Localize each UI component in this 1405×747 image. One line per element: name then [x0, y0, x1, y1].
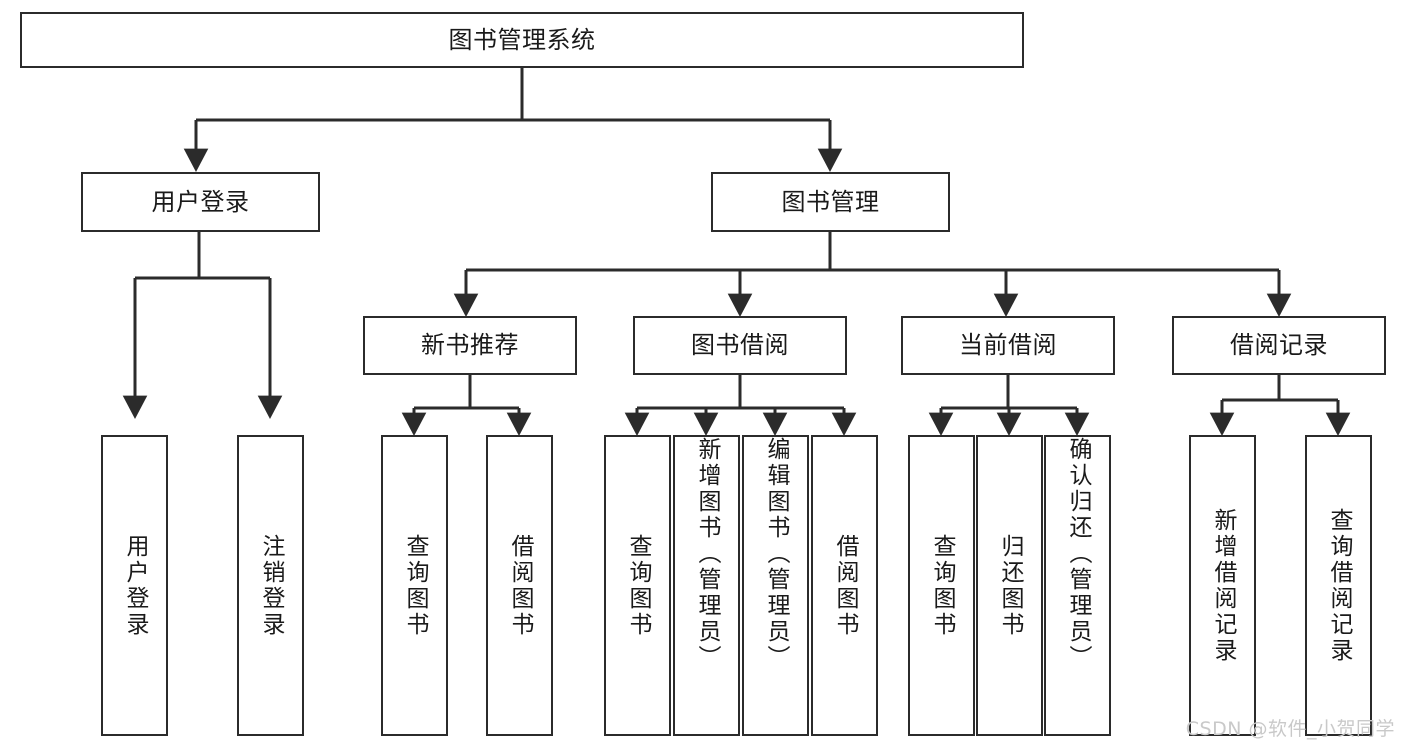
node-leaf-query-book-3[interactable]: 查询图书 — [908, 435, 975, 736]
node-leaf-query-book-1-label: 查询图书 — [402, 533, 428, 638]
node-leaf-add-book[interactable]: 新增图书（管理员） — [673, 435, 740, 736]
node-root-label: 图书管理系统 — [448, 25, 596, 54]
node-leaf-query-record-label: 查询借阅记录 — [1326, 507, 1352, 664]
node-user-login[interactable]: 用户登录 — [81, 172, 320, 232]
node-leaf-borrow-book-2-label: 借阅图书 — [832, 533, 858, 638]
node-leaf-add-record-label: 新增借阅记录 — [1210, 507, 1236, 664]
node-borrow-record-label: 借阅记录 — [1230, 331, 1328, 360]
node-leaf-query-book-3-label: 查询图书 — [929, 533, 955, 638]
node-leaf-query-book-2[interactable]: 查询图书 — [604, 435, 671, 736]
node-leaf-logout-label: 注销登录 — [258, 533, 284, 638]
node-user-login-label: 用户登录 — [151, 187, 250, 216]
node-leaf-return-book-label: 归还图书 — [997, 533, 1023, 638]
node-current-borrow[interactable]: 当前借阅 — [901, 316, 1115, 375]
node-leaf-add-book-label: 新增图书（管理员） — [694, 437, 720, 671]
node-current-borrow-label: 当前借阅 — [959, 331, 1057, 360]
node-root[interactable]: 图书管理系统 — [20, 12, 1024, 68]
node-leaf-user-login[interactable]: 用户登录 — [101, 435, 168, 736]
node-leaf-user-login-label: 用户登录 — [122, 533, 148, 638]
node-book-borrow-label: 图书借阅 — [691, 331, 789, 360]
node-leaf-logout[interactable]: 注销登录 — [237, 435, 304, 736]
node-leaf-borrow-book-1-label: 借阅图书 — [507, 533, 533, 638]
node-borrow-record[interactable]: 借阅记录 — [1172, 316, 1386, 375]
watermark: CSDN @软件_小贺同学 — [1185, 718, 1395, 740]
node-new-book-rec-label: 新书推荐 — [421, 331, 519, 360]
node-leaf-borrow-book-1[interactable]: 借阅图书 — [486, 435, 553, 736]
node-book-borrow[interactable]: 图书借阅 — [633, 316, 847, 375]
node-book-manage-label: 图书管理 — [781, 187, 880, 216]
node-new-book-rec[interactable]: 新书推荐 — [363, 316, 577, 375]
node-leaf-confirm-return-label: 确认归还（管理员） — [1065, 437, 1091, 671]
node-leaf-confirm-return[interactable]: 确认归还（管理员） — [1044, 435, 1111, 736]
node-book-manage[interactable]: 图书管理 — [711, 172, 950, 232]
node-leaf-edit-book[interactable]: 编辑图书（管理员） — [742, 435, 809, 736]
node-leaf-return-book[interactable]: 归还图书 — [976, 435, 1043, 736]
node-leaf-query-record[interactable]: 查询借阅记录 — [1305, 435, 1372, 736]
node-leaf-add-record[interactable]: 新增借阅记录 — [1189, 435, 1256, 736]
node-leaf-query-book-1[interactable]: 查询图书 — [381, 435, 448, 736]
node-leaf-query-book-2-label: 查询图书 — [625, 533, 651, 638]
node-leaf-borrow-book-2[interactable]: 借阅图书 — [811, 435, 878, 736]
node-leaf-edit-book-label: 编辑图书（管理员） — [763, 437, 789, 671]
